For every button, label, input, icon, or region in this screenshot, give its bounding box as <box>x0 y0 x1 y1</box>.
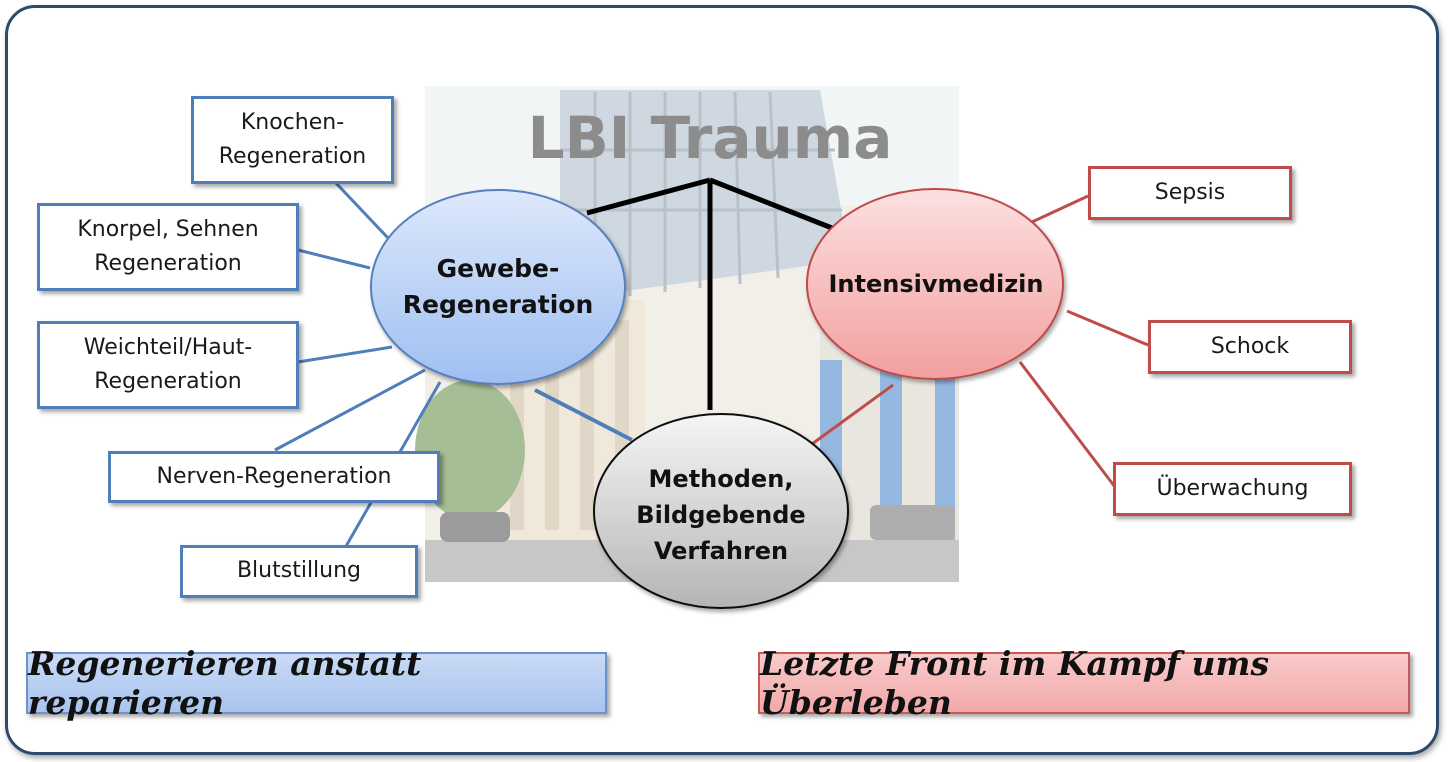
box-knochen-regeneration: Knochen- Regeneration <box>191 96 394 184</box>
box-blutstillung: Blutstillung <box>180 545 418 598</box>
intensiv-label: Intensivmedizin <box>828 269 1044 298</box>
diagram-title: LBI Trauma <box>527 104 893 172</box>
box-knorpel-sehnen-regeneration: Knorpel, Sehnen Regeneration <box>37 203 299 291</box>
banner-right: Letzte Front im Kampf ums Überleben <box>758 644 1410 722</box>
left-connectors <box>274 180 633 549</box>
right-connectors <box>811 194 1149 488</box>
box-schock: Schock <box>1148 320 1352 374</box>
box-sepsis: Sepsis <box>1088 166 1292 220</box>
intensiv-ellipse <box>806 188 1064 380</box>
title-connectors <box>586 177 833 410</box>
box-ueberwachung: Überwachung <box>1113 462 1352 516</box>
methoden-ellipse <box>593 413 849 609</box>
gewebe-ellipse <box>370 189 626 385</box>
banner-left: Regenerieren anstatt reparieren <box>26 644 607 722</box>
outer-frame <box>5 5 1439 755</box>
box-nerven-regeneration: Nerven-Regeneration <box>108 451 440 503</box>
gewebe-label: Gewebe- Regeneration <box>402 253 594 319</box>
box-weichteil-haut-regeneration: Weichteil/Haut- Regeneration <box>37 321 299 409</box>
methoden-label: Methoden, Bildgebende Verfahren <box>636 465 806 565</box>
